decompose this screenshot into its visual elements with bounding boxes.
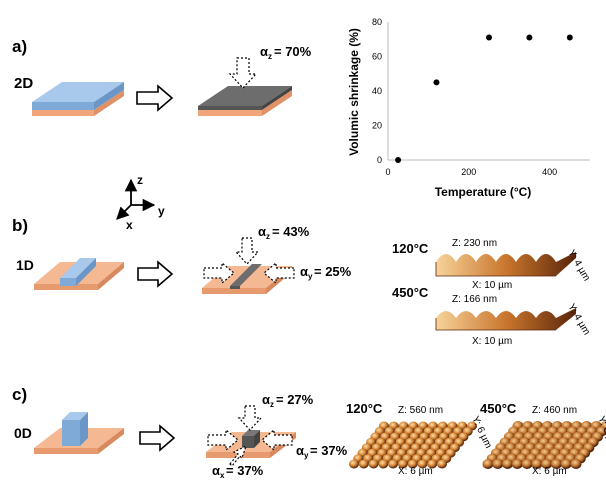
shrink-arrow-z-b [234, 237, 260, 265]
alpha-y-subscript-b: y [308, 272, 313, 281]
data-point [526, 34, 533, 41]
afm-c1-z: Z: 560 nm [398, 405, 443, 416]
panel-c: c) 0D [12, 385, 606, 480]
alpha-y-value-b: = 25% [314, 264, 352, 279]
afm-c1-y: Y: 6 µm [469, 415, 493, 451]
afm-image-b1 [435, 252, 576, 277]
data-point [566, 34, 573, 41]
process-arrow-a [136, 84, 174, 112]
alpha-y-symbol-c: α [296, 443, 304, 458]
afm-image-c2 [482, 421, 606, 469]
alpha-z-symbol-b: α [258, 224, 266, 239]
alpha-y-value-c: = 37% [310, 443, 348, 458]
process-arrow-c [139, 424, 176, 452]
panel-a: a) 2D α z = 70% [12, 37, 312, 116]
panel-b-dim-label: 1D [16, 257, 34, 273]
afm-c1-x: X: 6 µm [398, 466, 433, 477]
x-axis-label: x [126, 218, 133, 232]
alpha-z-symbol-c: α [262, 392, 270, 407]
alpha-y-symbol-b: α [300, 264, 308, 279]
alpha-z-value-b: = 43% [272, 224, 310, 239]
panel-a-label: a) [12, 37, 27, 56]
cube-0d-shrunk [242, 430, 260, 448]
y-tick-labels: 0 20 40 60 80 [372, 17, 382, 165]
axes-triad: z y x [116, 173, 165, 232]
panel-c-label: c) [12, 385, 27, 404]
afm-c1-temp: 120°C [346, 401, 383, 416]
shrink-arrow-z-a [228, 57, 258, 89]
afm-b1-temp: 120°C [392, 241, 429, 256]
y-axis-title: Volumic shrinkage (%) [347, 28, 361, 156]
alpha-x-symbol-c: α [212, 463, 220, 478]
afm-b1-z: Z: 230 nm [452, 238, 497, 249]
z-axis-label: z [137, 173, 143, 187]
alpha-z-value-c: = 27% [276, 392, 314, 407]
alpha-z-subscript-c: z [270, 400, 274, 409]
alpha-z-subscript-b: z [266, 232, 270, 241]
afm-c2-temp: 450°C [480, 401, 517, 416]
y-axis-label: y [158, 204, 165, 218]
y-tick-label: 20 [372, 121, 382, 131]
shrink-arrow-y-left-c [207, 428, 239, 452]
alpha-z-subscript-a: z [268, 52, 272, 61]
x-tick-label: 400 [542, 167, 557, 177]
data-point [486, 34, 492, 41]
panel-a-dim-label: 2D [14, 75, 33, 92]
afm-c2-x: X: 6 µm [532, 466, 567, 477]
cube-0d-initial [62, 412, 88, 446]
afm-b2-temp: 450°C [392, 285, 429, 300]
shrink-arrow-y-right-c [261, 428, 293, 452]
alpha-z-symbol-a: α [260, 44, 268, 59]
shrinkage-chart: 0 20 40 60 80 0 200 400 Temperature (°C) Volum… [347, 17, 590, 199]
afm-b1-y: Y: 4 µm [565, 248, 592, 283]
shrink-arrow-z-c [237, 405, 263, 431]
alpha-z-value-a: = 70% [274, 44, 312, 59]
shrink-arrow-x-c [229, 444, 248, 467]
shrink-arrow-y-right-b [263, 261, 295, 285]
panel-b: b) 1D [12, 216, 592, 347]
y-tick-label: 40 [372, 86, 382, 96]
x-tick-label: 0 [385, 167, 390, 177]
afm-image-b2 [435, 308, 576, 331]
data-points [395, 34, 573, 163]
shrink-arrow-y-left-b [203, 261, 235, 285]
afm-image-c1 [349, 421, 477, 469]
x-axis-arrow [116, 204, 132, 220]
alpha-x-subscript-c: x [220, 471, 225, 480]
data-point [433, 79, 440, 86]
y-tick-label: 0 [377, 155, 382, 165]
y-tick-label: 60 [372, 52, 382, 62]
film-2d-initial [32, 82, 124, 116]
x-tick-label: 200 [461, 167, 476, 177]
film-2d-shrunk [198, 86, 292, 116]
afm-b2-z: Z: 166 nm [452, 294, 497, 305]
afm-c2-z: Z: 460 nm [532, 405, 577, 416]
panel-c-dim-label: 0D [14, 425, 32, 441]
panel-b-label: b) [12, 216, 28, 235]
process-arrow-b [137, 260, 174, 288]
afm-b1-x: X: 10 µm [472, 280, 512, 291]
x-tick-labels: 0 200 400 [385, 167, 557, 177]
afm-b2-y: Y: 4 µm [565, 302, 592, 337]
x-axis-title: Temperature (°C) [435, 185, 532, 199]
data-point [395, 157, 402, 163]
stripe-1d-shrunk [230, 264, 262, 289]
afm-b2-x: X: 10 µm [472, 336, 512, 347]
stripe-1d-initial [60, 258, 96, 286]
y-tick-label: 80 [372, 17, 382, 27]
alpha-x-value-c: = 37% [226, 463, 264, 478]
alpha-y-subscript-c: y [304, 451, 309, 460]
